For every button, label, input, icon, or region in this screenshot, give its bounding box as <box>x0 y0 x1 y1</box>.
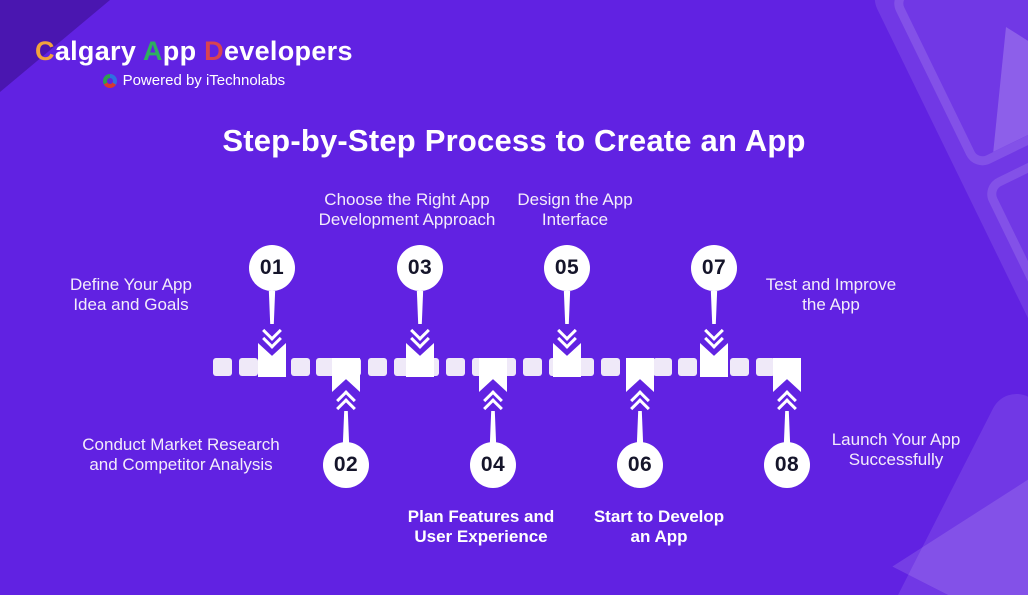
photo-placeholder-frame <box>888 0 1028 172</box>
step-08-number: 08 <box>774 453 800 476</box>
step-02-number: 02 <box>333 453 359 476</box>
connector-line-icon <box>342 411 350 444</box>
connector-line-icon <box>710 291 718 324</box>
page-title: Step-by-Step Process to Create an App <box>222 123 806 158</box>
brand-letter-d: D <box>204 36 224 66</box>
brand-header: Calgary App Developers Powered by iTechn… <box>35 36 353 89</box>
connector-line-icon <box>268 291 276 324</box>
diagonal-band-decoration <box>759 385 1028 595</box>
step-05-badge: 05 <box>544 245 590 291</box>
brand-word-evelopers: evelopers <box>223 36 353 66</box>
connector-line-icon <box>489 411 497 444</box>
step-03-number: 03 <box>407 256 433 279</box>
step-05-number: 05 <box>554 256 580 279</box>
step-06-number: 06 <box>627 453 653 476</box>
step-06-badge: 06 <box>617 442 663 488</box>
step-04-label: Plan Features and User Experience <box>407 507 555 546</box>
step-02-label: Conduct Market Research and Competitor A… <box>82 435 280 474</box>
brand-letter-a: A <box>142 36 163 66</box>
step-04-badge: 04 <box>470 442 516 488</box>
step-03-label: Choose the Right App Development Approac… <box>318 190 496 229</box>
timeline-marker-icon <box>479 358 507 392</box>
step-04-number: 04 <box>480 453 506 476</box>
app-screens-strip-decoration <box>866 0 1028 595</box>
step-01-label: Define Your App Idea and Goals <box>70 275 192 314</box>
brand-word-pp: pp <box>162 36 205 66</box>
step-05-label: Design the App Interface <box>517 190 633 229</box>
step-01-badge: 01 <box>249 245 295 291</box>
timeline-marker-icon <box>773 358 801 392</box>
step-02-badge: 02 <box>323 442 369 488</box>
brand-tagline: Powered by iTechnolabs <box>35 72 353 89</box>
photo-placeholder-icon <box>993 26 1028 153</box>
tagline-text: Powered by iTechnolabs <box>122 72 286 89</box>
brand-word-algary: algary <box>54 36 143 66</box>
brand-logo: Calgary App Developers <box>35 36 353 67</box>
step-08-badge: 08 <box>764 442 810 488</box>
itechnolabs-ring-icon <box>102 73 117 88</box>
timeline-marker-icon <box>332 358 360 392</box>
step-07-label: Test and Improve the App <box>765 275 897 314</box>
timeline-marker-icon <box>626 358 654 392</box>
step-03-badge: 03 <box>397 245 443 291</box>
connector-line-icon <box>783 411 791 444</box>
brand-letter-c: C <box>35 36 55 66</box>
step-07-number: 07 <box>701 256 727 279</box>
connector-line-icon <box>563 291 571 324</box>
connector-line-icon <box>416 291 424 324</box>
step-01-number: 01 <box>259 256 285 279</box>
connector-line-icon <box>636 411 644 444</box>
step-07-badge: 07 <box>691 245 737 291</box>
step-06-label: Start to Develop an App <box>593 507 725 546</box>
step-08-label: Launch Your App Successfully <box>831 430 961 469</box>
